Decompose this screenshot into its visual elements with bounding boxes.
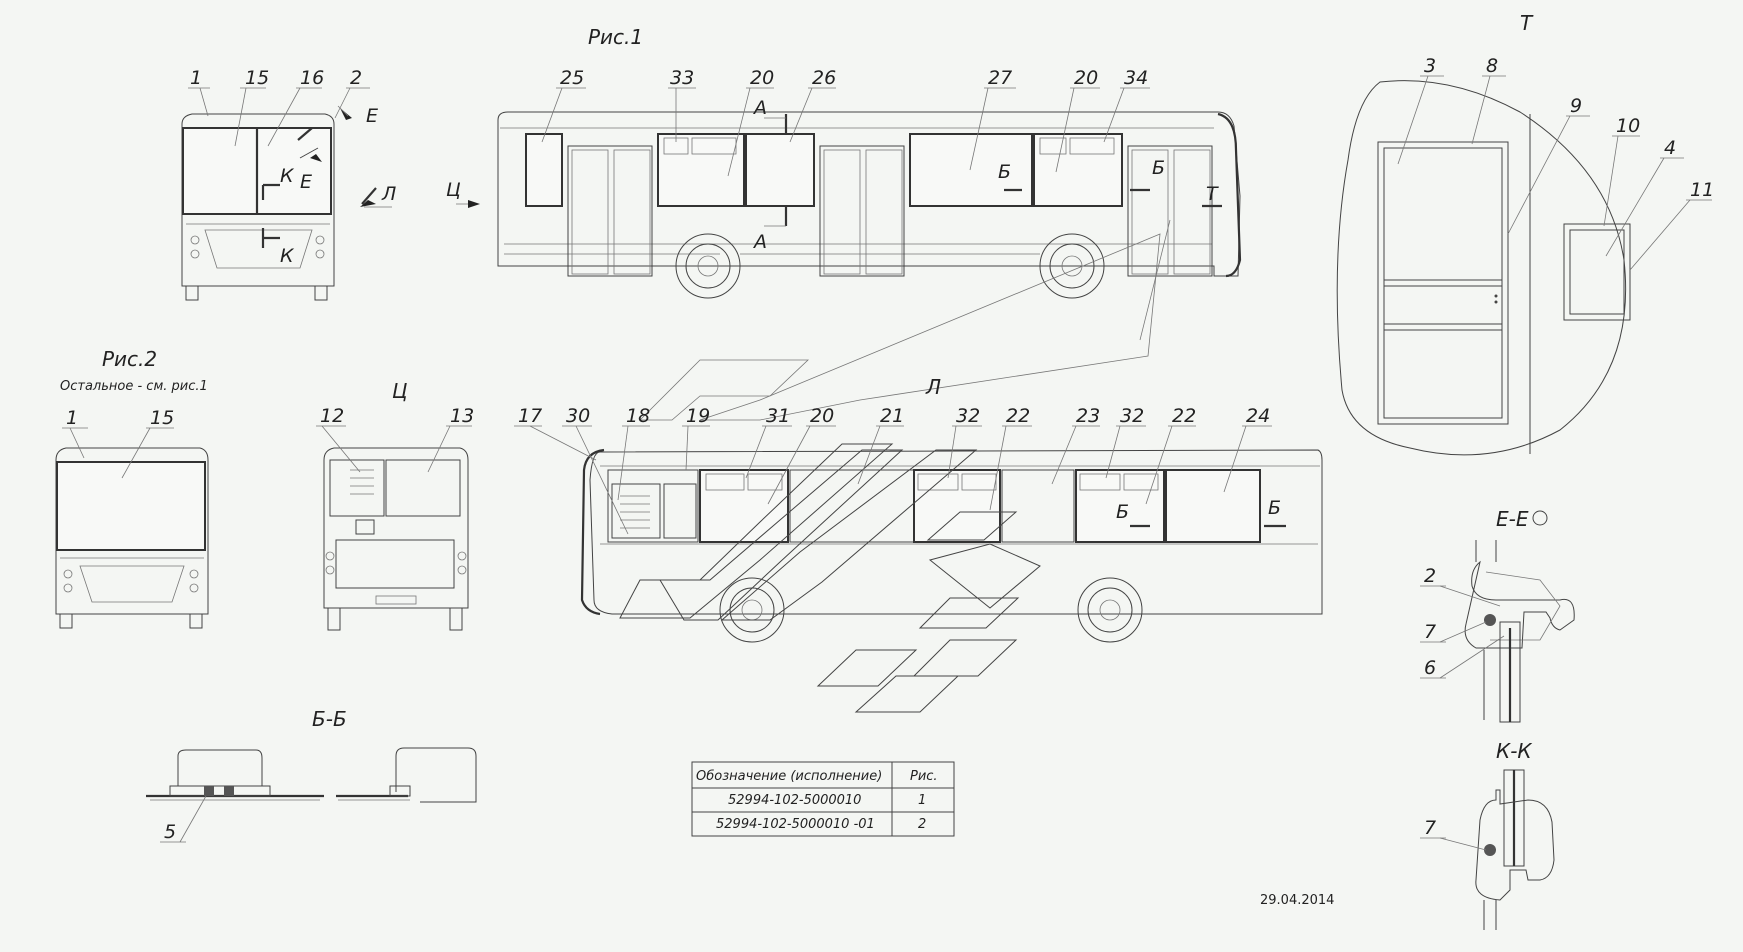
front-view: [181, 105, 352, 301]
view-mark-c: Ц: [446, 179, 461, 201]
callout-8: 8: [1486, 55, 1498, 77]
callout-21: 21: [880, 405, 904, 427]
section-mark-k-2: К: [280, 245, 295, 267]
ee-callout-7: 7: [1424, 621, 1436, 643]
callout-18: 18: [626, 405, 650, 427]
callout-32: 32: [956, 405, 980, 427]
rear-view: Ц 12 13: [316, 379, 474, 631]
callout-27: 27: [988, 67, 1012, 89]
designation-table: Обозначение (исполнение) Рис. 52994-102-…: [691, 761, 955, 837]
side-view-l: [580, 233, 1323, 713]
callout-20c: 20: [810, 405, 834, 427]
callout-3: 3: [1424, 55, 1436, 77]
callout-12: 12: [320, 405, 344, 427]
section-mark-b: Б: [998, 161, 1011, 183]
callout-20: 20: [750, 67, 774, 89]
callout-32b: 32: [1120, 405, 1144, 427]
side-l-title: Л: [925, 375, 941, 399]
section-mark-a-2: А: [752, 231, 767, 253]
callout-15: 15: [245, 67, 269, 89]
callout-34: 34: [1124, 67, 1148, 89]
ee-callout-6: 6: [1424, 657, 1436, 679]
callout-17: 17: [518, 405, 542, 427]
callout-22b: 22: [1172, 405, 1196, 427]
fig2-note: Остальное - см. рис.1: [60, 379, 208, 394]
section-mark-e: Е: [366, 105, 378, 127]
side1-callouts: Рис.1 25 33 20 26 27 20 34 А А Б Б Т: [541, 25, 1219, 253]
callout-10: 10: [1616, 115, 1640, 137]
table-header-fig: Рис.: [910, 769, 938, 784]
side-l-callouts: Л 17 30 18 19 31 20 21 32 22 23 32 22 24…: [514, 375, 1281, 535]
table-cell-r2-c2: 2: [918, 817, 926, 832]
callout-22: 22: [1006, 405, 1030, 427]
detail-t-title: Т: [1520, 11, 1534, 35]
ee-callout-2: 2: [1424, 565, 1436, 587]
section-mark-e-2: Е: [300, 171, 312, 193]
fig1-title: Рис.1: [588, 25, 643, 49]
section-ee-title: Е-Е: [1496, 507, 1529, 531]
section-kk: К-К 7: [1420, 739, 1555, 930]
front-callouts: 1 15 16 2 Е Е К К Л Ц: [188, 67, 480, 267]
detail-mark-t: Т: [1206, 183, 1219, 205]
callout-16: 16: [300, 67, 324, 89]
section-mark-k: К: [280, 165, 295, 187]
callout-31: 31: [766, 405, 790, 427]
callout-33: 33: [670, 67, 694, 89]
fig2-front-view: Рис.2 Остальное - см. рис.1 1 15: [55, 347, 209, 629]
view-mark-l: Л: [381, 183, 396, 205]
section-mark-b-4: Б: [1268, 497, 1281, 519]
section-mark-b-3: Б: [1116, 501, 1129, 523]
section-bb: Б-Б 5: [146, 707, 477, 843]
table-cell-r1-c2: 1: [918, 793, 926, 808]
callout-5: 5: [164, 821, 176, 843]
section-mark-b-2: Б: [1152, 157, 1165, 179]
side-view-fig1: [497, 111, 1242, 341]
fig2-title: Рис.2: [102, 347, 157, 371]
callout-24: 24: [1246, 405, 1270, 427]
section-bb-title: Б-Б: [312, 707, 347, 731]
kk-callout-7: 7: [1424, 817, 1436, 839]
callout-20b: 20: [1074, 67, 1098, 89]
section-kk-title: К-К: [1496, 739, 1532, 763]
section-mark-a: А: [752, 97, 767, 119]
table-cell-r1-c1: 52994-102-5000010: [728, 793, 861, 808]
callout-23: 23: [1076, 405, 1100, 427]
callout-4: 4: [1664, 137, 1676, 159]
callout-19: 19: [686, 405, 710, 427]
callout-26: 26: [812, 67, 836, 89]
callout-13: 13: [450, 405, 474, 427]
callout-11: 11: [1690, 179, 1714, 201]
drawing-date: 29.04.2014: [1260, 893, 1334, 908]
section-ee: Е-Е 2 7 6: [1420, 507, 1575, 723]
table-header-designation: Обозначение (исполнение): [696, 769, 882, 784]
fig2-callout-15: 15: [150, 407, 174, 429]
fig2-callout-1: 1: [66, 407, 78, 429]
detail-t: Т 3 8 9 10 4 11: [1336, 11, 1714, 456]
callout-1: 1: [190, 67, 202, 89]
table-cell-r2-c1: 52994-102-5000010 -01: [716, 817, 875, 832]
callout-9: 9: [1570, 95, 1582, 117]
callout-30: 30: [566, 405, 590, 427]
callout-25: 25: [560, 67, 584, 89]
callout-2: 2: [350, 67, 362, 89]
rear-title: Ц: [392, 379, 408, 403]
